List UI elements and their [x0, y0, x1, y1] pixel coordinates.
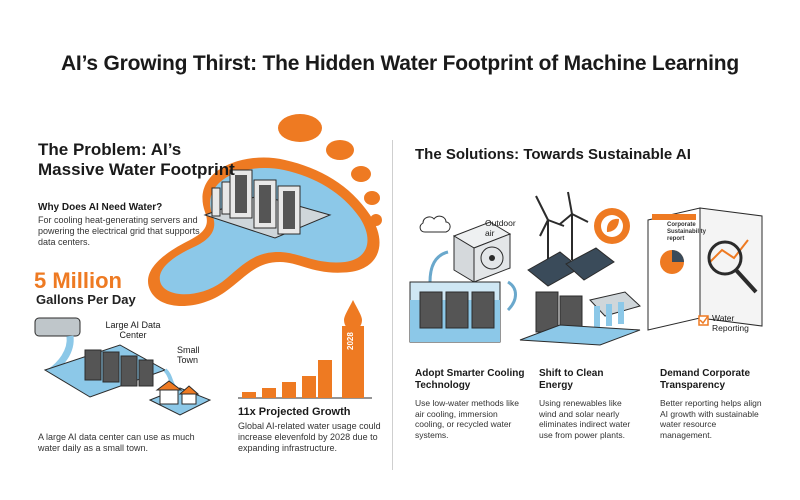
solution-1-body: Use low-water methods like air cooling, … — [415, 398, 519, 440]
toe-3 — [351, 166, 371, 182]
large-data-center-icon — [43, 344, 167, 398]
outdoor-air-label: Outdoor air — [485, 218, 516, 238]
small-town-label: Small Town — [177, 345, 200, 365]
toe-1 — [278, 114, 322, 142]
growth-heading: 11x Projected Growth — [238, 406, 351, 418]
report-label: Corporate Sustainability report — [667, 222, 707, 242]
house-icon — [148, 368, 212, 416]
toe-2 — [326, 140, 354, 160]
wind-turbine-icon — [535, 191, 589, 268]
data-center-icon — [203, 169, 332, 239]
stat-value: 5 Million — [34, 268, 122, 293]
ac-unit-icon — [452, 221, 512, 283]
water-reporting-label: Water Reporting — [712, 313, 749, 333]
water-drop-icon — [344, 300, 362, 330]
problem-heading: The Problem: AI’s Massive Water Footprin… — [38, 140, 235, 179]
solution-3-heading: Demand Corporate Transparency — [660, 368, 751, 391]
toe-5 — [370, 214, 382, 226]
large-data-center-label: Large AI Data Center — [105, 320, 161, 340]
growth-body: Global AI-related water usage could incr… — [238, 421, 381, 453]
solution-3-body: Better reporting helps align AI growth w… — [660, 398, 762, 440]
solar-panel-icon — [527, 247, 615, 287]
report-icon — [647, 207, 763, 331]
comparison-caption: A large AI data center can use as much w… — [38, 432, 195, 453]
why-body: For cooling heat-generating servers and … — [38, 215, 200, 247]
solution-2-body: Using renewables like wind and solar nea… — [539, 398, 631, 440]
checkbox-icon — [698, 315, 709, 326]
solutions-heading: The Solutions: Towards Sustainable AI — [415, 146, 691, 163]
page-title: AI’s Growing Thirst: The Hidden Water Fo… — [60, 52, 740, 75]
magnifier-icon — [707, 240, 758, 294]
column-divider — [392, 140, 393, 470]
solution-1-heading: Adopt Smarter Cooling Technology — [415, 368, 525, 391]
gear-leaf-icon — [594, 208, 630, 244]
dam-icon — [519, 291, 641, 346]
why-heading: Why Does AI Need Water? — [38, 202, 163, 213]
cooling-tank-icon — [409, 250, 517, 343]
stat-unit: Gallons Per Day — [36, 292, 136, 307]
bar-year-label: 2028 — [346, 332, 355, 350]
bar-chart-icon — [238, 326, 372, 399]
solution-2-heading: Shift to Clean Energy — [539, 368, 604, 391]
cloud-icon — [419, 215, 451, 233]
toe-4 — [364, 191, 380, 205]
